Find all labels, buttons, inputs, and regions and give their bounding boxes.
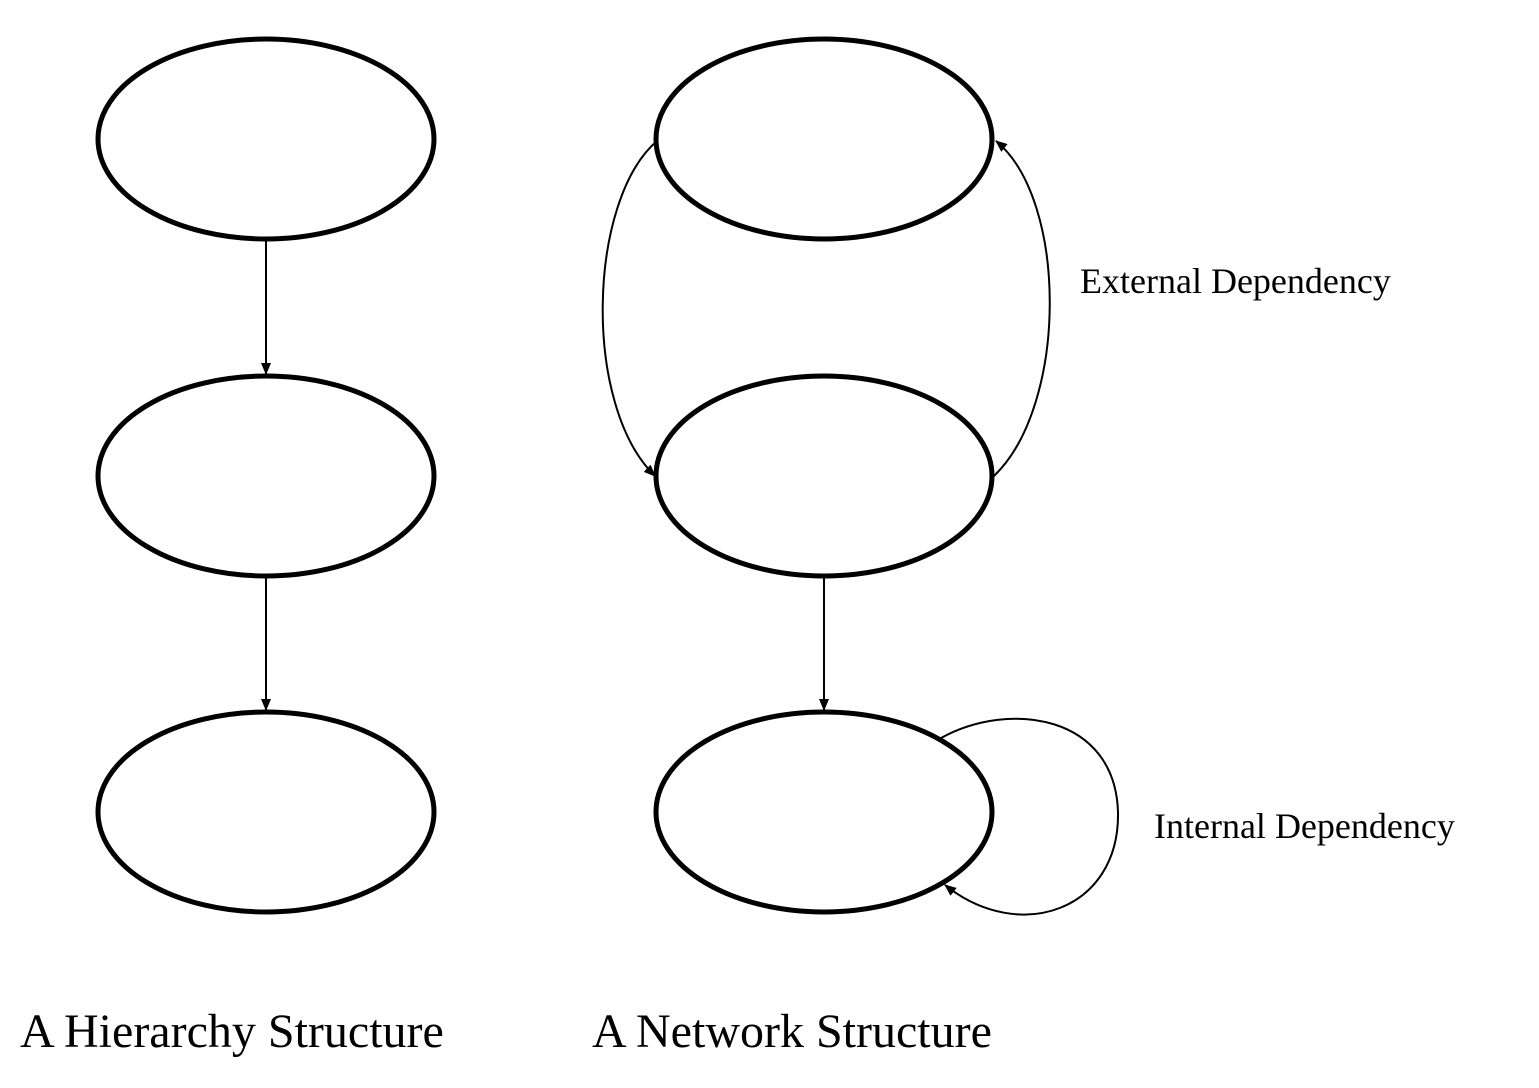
network-arrow-top-to-middle <box>601 140 658 477</box>
network-node-top <box>653 36 995 242</box>
network-arrow-middle-to-top <box>993 140 1051 477</box>
internal-dependency-label: Internal Dependency <box>1154 806 1455 846</box>
network-node-bottom <box>653 709 995 915</box>
hierarchy-node-bottom <box>95 709 437 915</box>
network-node-middle <box>653 373 995 579</box>
external-dependency-label: External Dependency <box>1080 261 1391 301</box>
network-self-loop-arrow <box>940 717 1120 916</box>
hierarchy-node-top <box>95 36 437 242</box>
network-structure: External Dependency Internal Dependency … <box>592 36 1455 1058</box>
hierarchy-caption: A Hierarchy Structure <box>20 1005 444 1058</box>
hierarchy-structure: A Hierarchy Structure <box>20 36 444 1058</box>
network-caption: A Network Structure <box>592 1005 992 1058</box>
hierarchy-node-middle <box>95 373 437 579</box>
